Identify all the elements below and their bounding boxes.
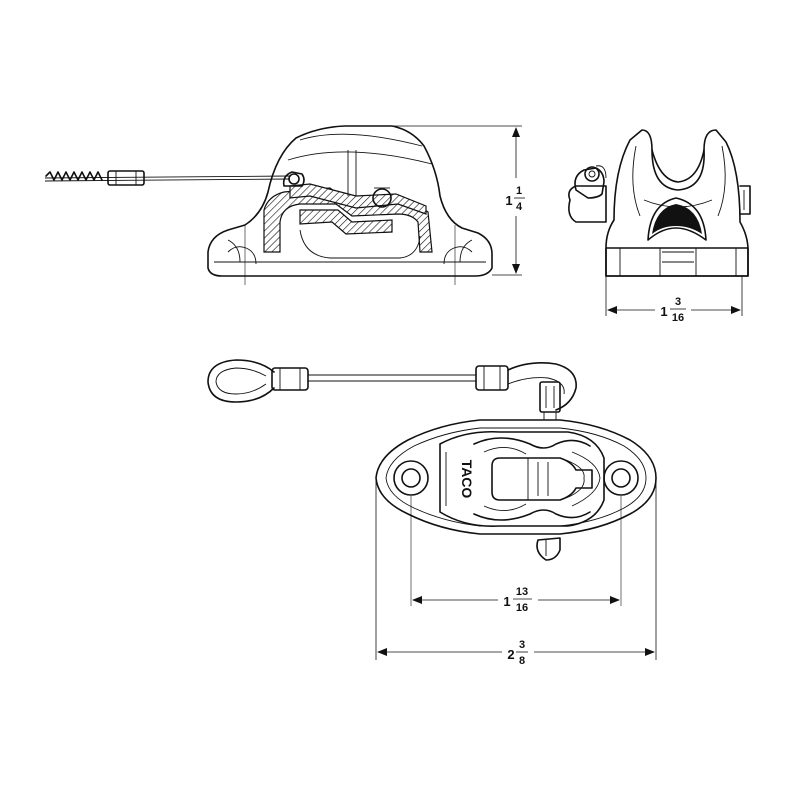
height-denominator: 4 — [516, 201, 523, 213]
hole-spacing-whole: 1 — [503, 594, 510, 609]
hole-spacing-denominator: 16 — [516, 602, 528, 614]
height-numerator: 1 — [516, 185, 522, 197]
side-body — [207, 125, 493, 285]
top-body: TACO — [375, 419, 657, 606]
depth-whole: 1 — [660, 304, 667, 319]
overall-length-denominator: 8 — [519, 655, 525, 667]
lanyard-wire — [44, 170, 291, 186]
top-lanyard — [207, 359, 577, 421]
top-view: TACO 1 13 16 — [207, 359, 657, 670]
side-internal — [282, 150, 421, 259]
section-hatching — [263, 183, 433, 253]
hole-spacing-numerator: 13 — [516, 586, 528, 598]
side-view: 1 1 4 — [44, 125, 528, 285]
height-dimension: 1 1 4 — [392, 125, 528, 276]
depth-denominator: 16 — [672, 312, 684, 324]
hole-spacing-dimension: 1 13 16 — [412, 580, 620, 616]
overall-length-numerator: 3 — [519, 639, 525, 651]
end-body — [605, 129, 749, 277]
taco-logo: TACO — [459, 460, 475, 499]
overall-length-whole: 2 — [507, 647, 514, 662]
depth-dimension: 1 3 16 — [605, 276, 743, 328]
end-view: 1 3 16 — [568, 129, 751, 328]
end-latch-pin — [568, 165, 751, 223]
overall-length-dimension: 2 3 8 — [375, 480, 657, 670]
height-whole: 1 — [505, 193, 512, 208]
depth-numerator: 3 — [675, 296, 681, 308]
